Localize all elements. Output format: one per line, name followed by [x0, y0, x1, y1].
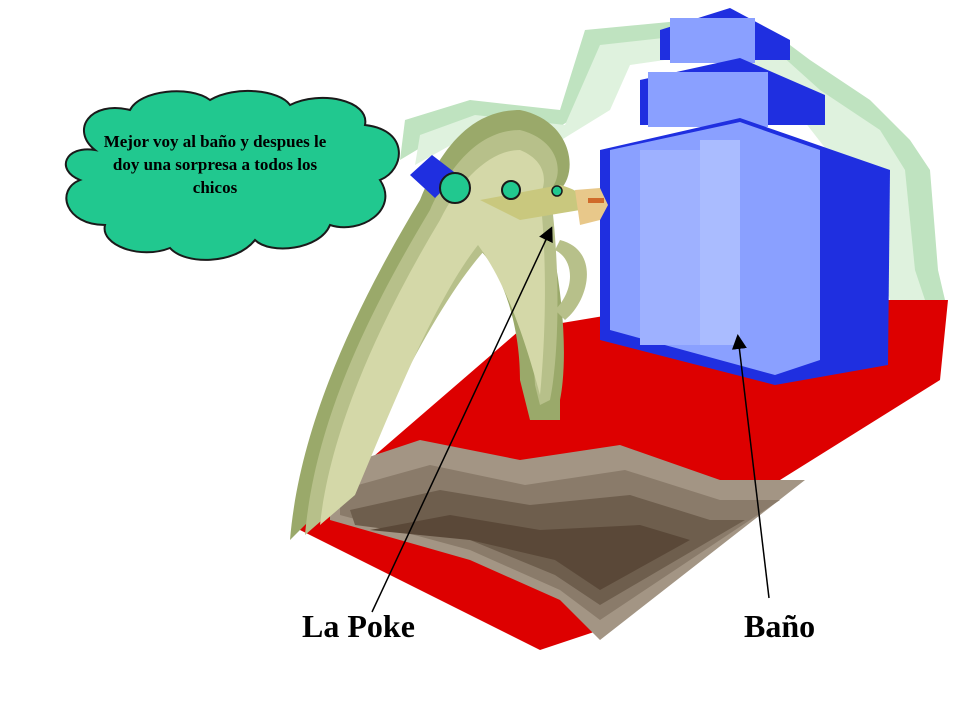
bathroom-pointer-arrow — [731, 334, 770, 599]
thought-dot-medium — [501, 180, 521, 200]
thought-dot-large — [439, 172, 471, 204]
earth-strata — [330, 440, 805, 640]
speech-bubble-text: Mejor voy al baño y despues le doy una s… — [103, 132, 327, 197]
thought-dot-small — [551, 185, 563, 197]
character-label: La Poke — [302, 608, 415, 644]
bathroom-label: Baño — [744, 608, 816, 644]
speech-bubble — [64, 89, 563, 261]
bathroom-building — [600, 8, 890, 385]
character-pointer-arrow — [371, 226, 553, 613]
